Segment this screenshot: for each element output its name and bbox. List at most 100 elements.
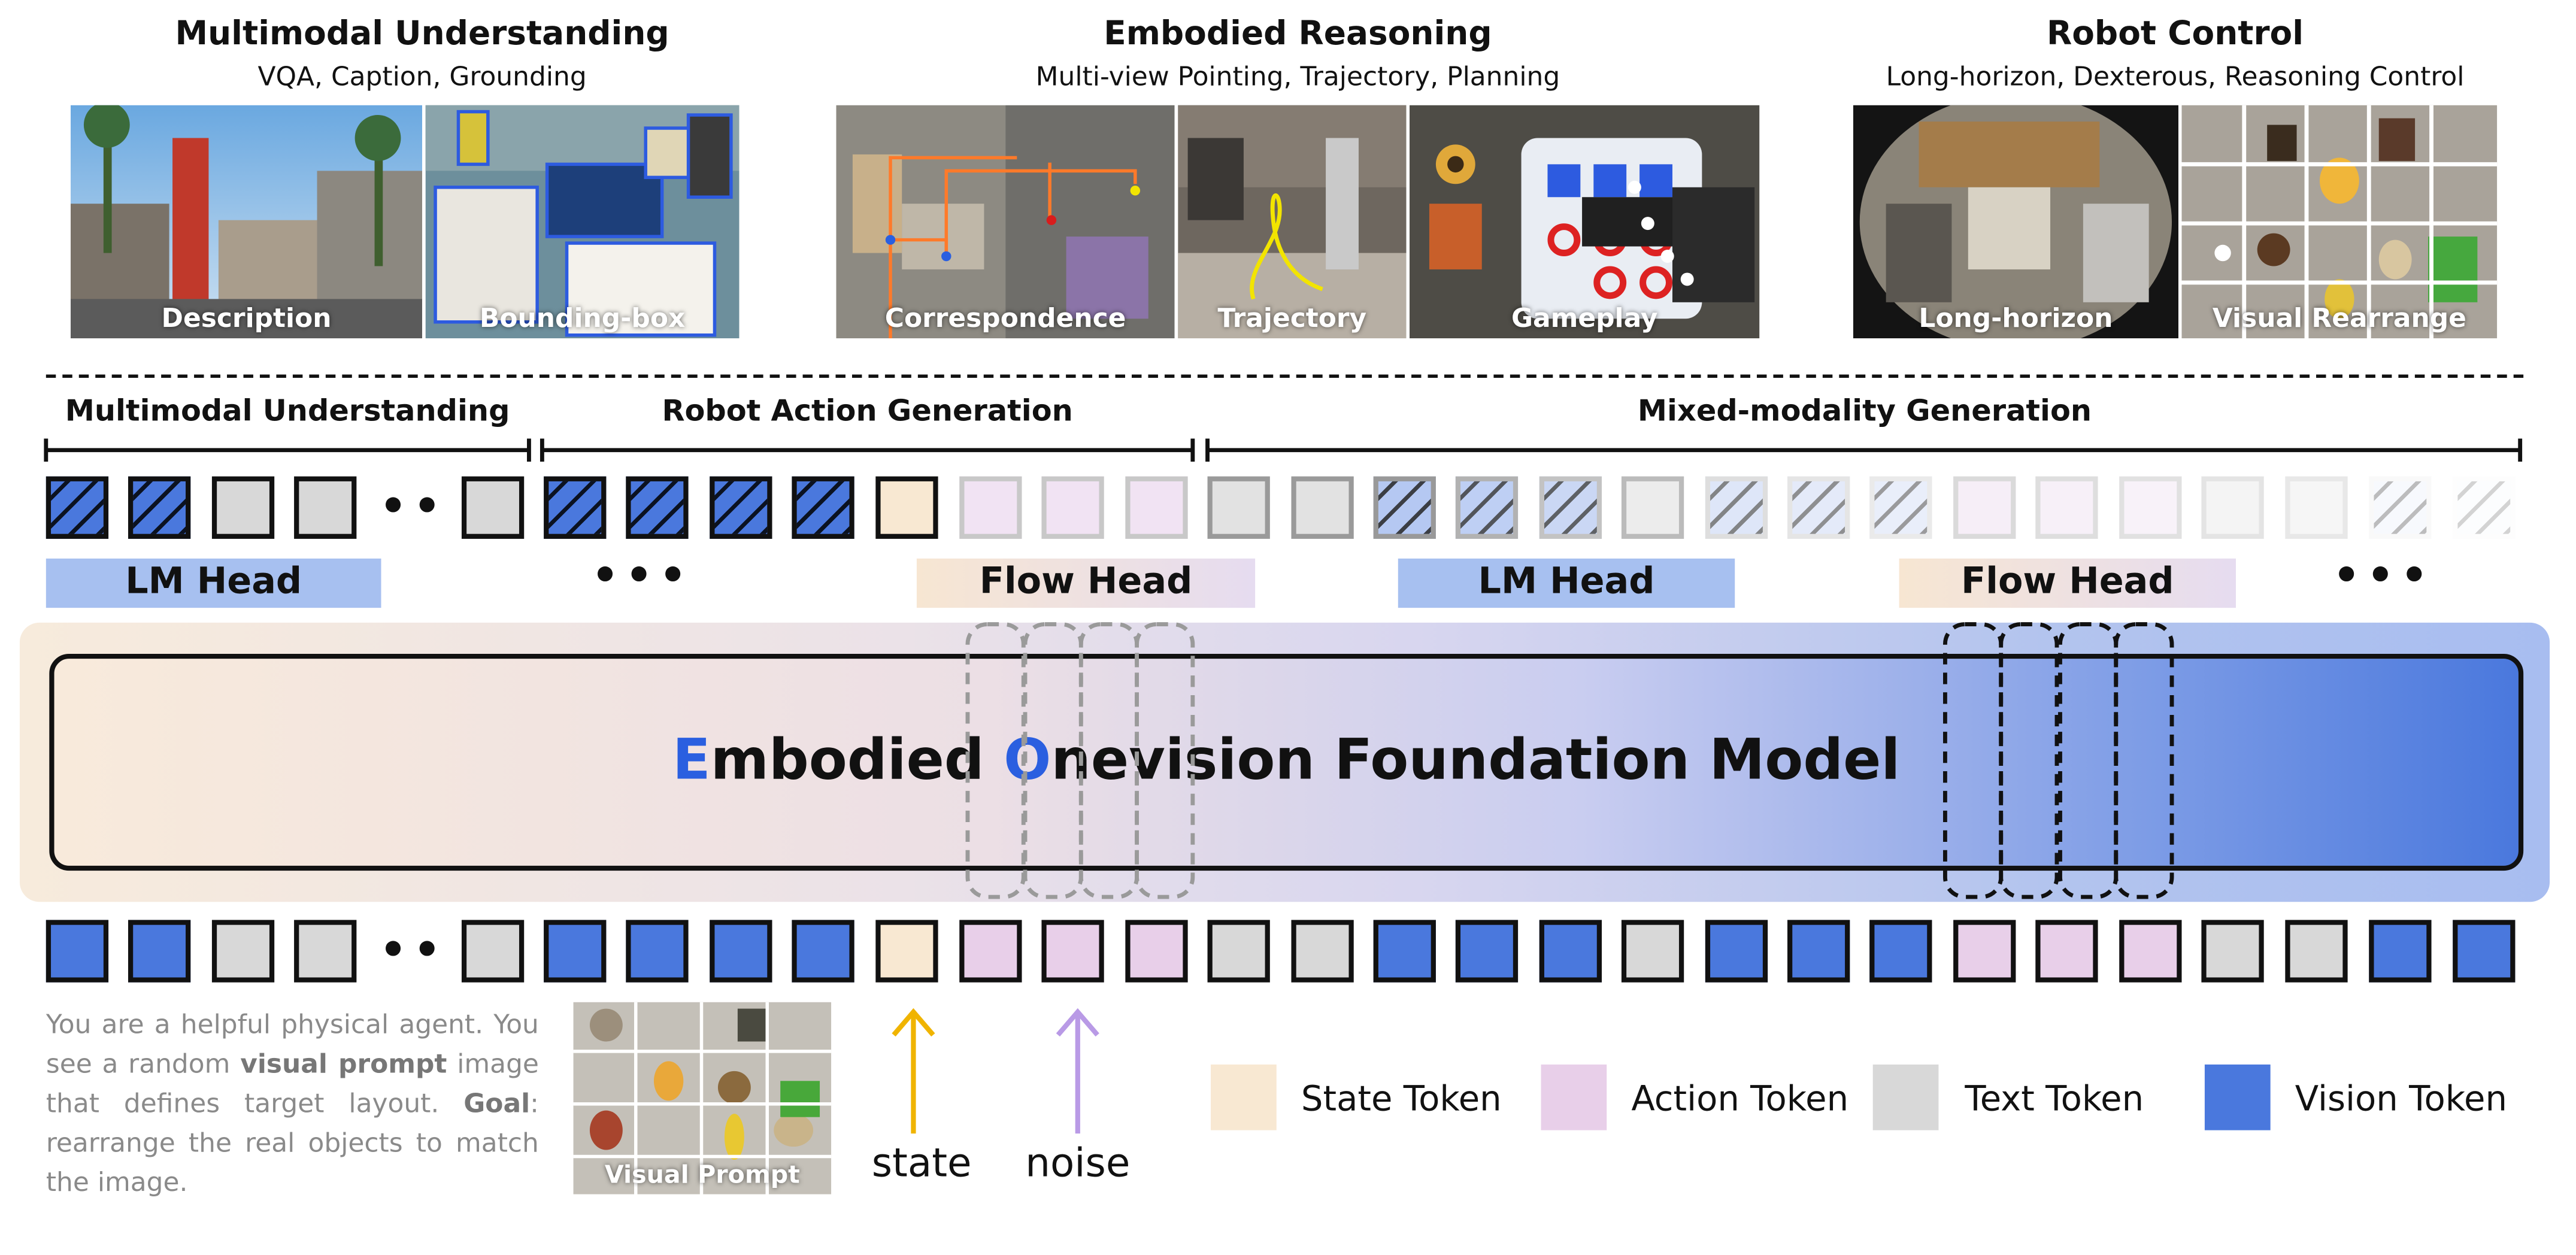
output-token-action	[1125, 476, 1188, 539]
input-token-text	[461, 920, 525, 983]
input-token-text	[1207, 920, 1270, 983]
photo-bounding-box: Bounding-box	[425, 105, 740, 339]
input-token-vision	[1787, 920, 1850, 983]
legend-swatch-vision	[2204, 1064, 2271, 1130]
photo-caption-gameplay: Gameplay	[1511, 302, 1658, 334]
desk-scene-image	[425, 105, 740, 339]
ellipsis-dots: ••	[379, 483, 447, 532]
photo-long-horizon: Long-horizon	[1853, 105, 2179, 339]
input-token-text	[1621, 920, 1684, 983]
prompt-part-c: : rearrange the real objects to match th…	[46, 1087, 539, 1198]
output-token-state	[875, 476, 938, 539]
output-token-vision	[710, 476, 772, 539]
prompt-bold-visual-prompt: visual prompt	[240, 1048, 447, 1080]
legend-swatch-text	[1872, 1064, 1939, 1130]
input-token-action	[2119, 920, 2182, 983]
noise-label: noise	[1025, 1140, 1131, 1186]
output-token-action	[2035, 476, 2098, 539]
legend-swatch-action	[1541, 1064, 1607, 1130]
model-title-letter-e: E	[672, 727, 711, 794]
ellipsis-dots: •••	[591, 551, 693, 602]
band-label-mixed-modality-generation: Mixed-modality Generation	[1637, 394, 2092, 429]
output-token-text	[1621, 476, 1684, 539]
photo-trajectory: Trajectory	[1178, 105, 1407, 339]
lm-head-2: LM Head	[1398, 558, 1735, 608]
input-token-state	[875, 920, 938, 983]
input-token-vision	[792, 920, 854, 983]
model-title-part-1: mbodied	[710, 727, 1004, 794]
photo-caption-correspondence: Correspondence	[884, 302, 1126, 334]
output-token-vision	[1787, 476, 1850, 539]
output-token-vision	[626, 476, 689, 539]
flow-head-1: Flow Head	[916, 558, 1256, 608]
output-token-vision	[46, 476, 109, 539]
input-token-vision	[1705, 920, 1768, 983]
prompt-part-a: You are a helpful physical agent. You se…	[46, 1008, 539, 1080]
model-block	[49, 653, 2524, 871]
flow-head-2: Flow Head	[1899, 558, 2236, 608]
input-token-vision	[128, 920, 191, 983]
prompt-bold-goal: Goal	[463, 1087, 531, 1119]
input-token-vision	[1869, 920, 1932, 983]
legend-label-vision: Vision Token	[2295, 1079, 2508, 1119]
lm-head-1: LM Head	[46, 558, 381, 608]
photo-caption-long-horizon: Long-horizon	[1919, 302, 2113, 334]
prompt-part-b: image that defines target layout.	[46, 1048, 539, 1119]
output-token-vision	[792, 476, 854, 539]
input-token-text	[294, 920, 357, 983]
output-token-vision	[2369, 476, 2432, 539]
input-token-vision	[2369, 920, 2432, 983]
output-token-vision	[1705, 476, 1768, 539]
input-token-vision	[1455, 920, 1519, 983]
visual-prompt-image: Visual Prompt	[573, 1002, 832, 1195]
output-token-text	[461, 476, 525, 539]
task-prompt-text: You are a helpful physical agent. You se…	[46, 1005, 539, 1202]
input-token-vision	[1373, 920, 1436, 983]
legend-label-text: Text Token	[1965, 1079, 2144, 1119]
input-token-vision	[710, 920, 772, 983]
state-arrow-icon	[892, 1008, 935, 1134]
output-token-action	[1953, 476, 2016, 539]
output-token-action	[959, 476, 1022, 539]
photo-caption-trajectory: Trajectory	[1217, 302, 1367, 334]
legend-label-state: State Token	[1301, 1079, 1502, 1119]
output-token-text	[1207, 476, 1270, 539]
input-token-vision	[2453, 920, 2516, 983]
output-token-vision	[1455, 476, 1519, 539]
output-token-vision	[2453, 476, 2516, 539]
input-token-text	[2285, 920, 2348, 983]
noise-arrow-icon	[1056, 1008, 1099, 1134]
flow-pills	[965, 622, 2174, 899]
photo-visual-rearrange: Visual Rearrange	[2181, 105, 2498, 339]
input-token-vision	[626, 920, 689, 983]
output-token-text	[211, 476, 275, 539]
photo-correspondence: Correspondence	[836, 105, 1175, 339]
section-subtitle-robot-control: Long-horizon, Dexterous, Reasoning Contr…	[1886, 60, 2465, 92]
output-token-action	[1041, 476, 1104, 539]
output-token-vision	[1539, 476, 1602, 539]
street-scene-image	[70, 105, 423, 339]
visual-prompt-caption: Visual Prompt	[604, 1159, 800, 1190]
section-title-multimodal: Multimodal Understanding	[175, 13, 669, 53]
output-token-action	[2119, 476, 2182, 539]
section-subtitle-multimodal: VQA, Caption, Grounding	[257, 60, 587, 92]
photo-caption-visual-rearrange: Visual Rearrange	[2212, 302, 2466, 334]
input-token-action	[1041, 920, 1104, 983]
section-subtitle-embodied-reasoning: Multi-view Pointing, Trajectory, Plannin…	[1035, 60, 1560, 92]
output-token-vision	[544, 476, 607, 539]
section-title-embodied-reasoning: Embodied Reasoning	[1104, 13, 1492, 53]
photo-caption-description: Description	[161, 302, 332, 334]
game-board-image	[1410, 105, 1760, 339]
legend-swatch-state	[1211, 1064, 1277, 1130]
photo-caption-bounding-box: Bounding-box	[479, 302, 686, 334]
legend-label-action: Action Token	[1631, 1079, 1849, 1119]
band-label-multimodal-understanding: Multimodal Understanding	[65, 394, 510, 429]
output-token-text	[2201, 476, 2264, 539]
output-token-text	[2285, 476, 2348, 539]
input-token-vision	[544, 920, 607, 983]
dashed-separator	[46, 374, 2524, 378]
band-label-robot-action-generation: Robot Action Generation	[662, 394, 1073, 429]
ellipsis-dots: •••	[2332, 551, 2435, 602]
multiview-image	[836, 105, 1175, 339]
